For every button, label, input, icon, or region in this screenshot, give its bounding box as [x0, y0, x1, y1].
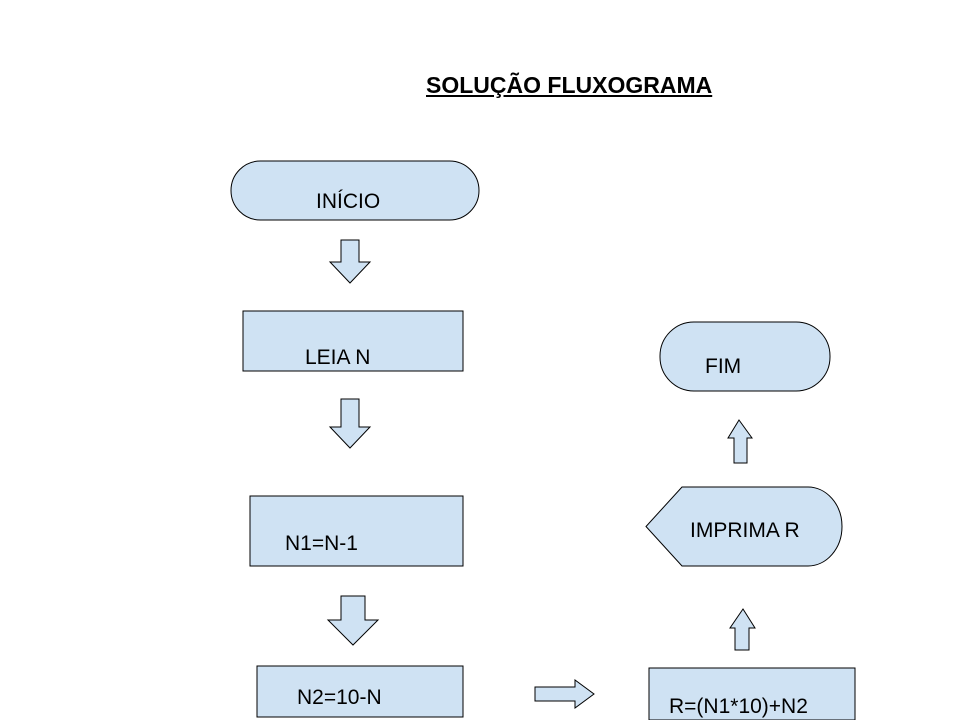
arrow-down-1 — [328, 239, 372, 284]
arrow-up-1 — [729, 608, 756, 651]
arrow-right — [534, 679, 595, 709]
process-n1-node: N1=N-1 — [249, 495, 464, 567]
compute-node: R=(N1*10)+N2 — [648, 667, 856, 720]
arrow-down-2 — [328, 398, 372, 449]
start-node-label: INÍCIO — [316, 190, 380, 213]
read-node: LEIA N — [242, 310, 464, 372]
diagram-title: SOLUÇÃO FLUXOGRAMA — [426, 72, 713, 98]
end-terminator-shape — [659, 321, 831, 392]
print-node-label: IMPRIMA R — [690, 519, 800, 542]
end-node-label: FIM — [705, 355, 741, 378]
process-n2-label: N2=10-N — [297, 686, 382, 709]
start-terminator-shape — [230, 160, 480, 221]
process-n2-shape — [256, 665, 464, 718]
read-node-label: LEIA N — [305, 346, 370, 369]
read-input-shape — [242, 310, 464, 372]
process-n1-label: N1=N-1 — [285, 532, 358, 555]
process-n2-node: N2=10-N — [256, 665, 464, 718]
start-node: INÍCIO — [230, 160, 480, 221]
arrow-down-3 — [326, 595, 380, 646]
compute-node-label: R=(N1*10)+N2 — [669, 695, 808, 718]
print-node: IMPRIMA R — [645, 486, 843, 567]
display-shape — [645, 486, 843, 567]
compute-shape — [648, 667, 856, 720]
end-node: FIM — [659, 321, 831, 392]
arrow-up-2 — [727, 419, 753, 464]
process-n1-shape — [249, 495, 464, 567]
